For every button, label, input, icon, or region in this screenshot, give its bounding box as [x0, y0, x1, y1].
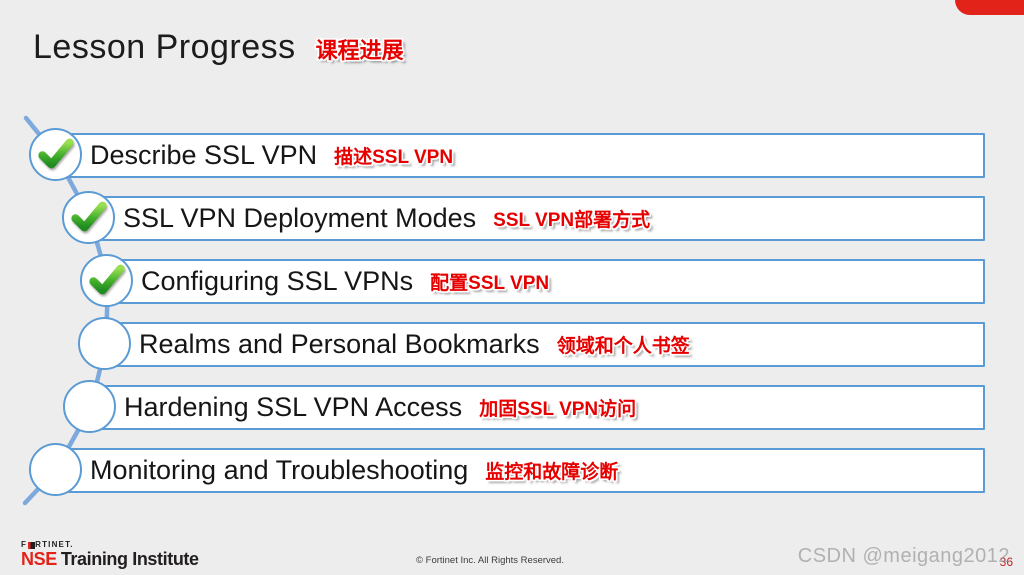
lesson-item-label: Hardening SSL VPN Access	[124, 392, 463, 422]
progress-node-circle	[63, 380, 116, 433]
training-institute-label: Training Institute	[60, 549, 199, 569]
lesson-item-row: Hardening SSL VPN Access 加固SSL VPN访问	[63, 380, 985, 433]
progress-node-circle	[29, 128, 82, 181]
lesson-item-label-chinese: 监控和故障诊断	[485, 462, 619, 483]
lesson-item-label: Monitoring and Troubleshooting	[90, 455, 469, 485]
lesson-item-bar	[89, 196, 985, 241]
lesson-item-row: Realms and Personal Bookmarks 领域和个人书签	[78, 317, 985, 370]
progress-node-circle	[29, 443, 82, 496]
lesson-item-bar	[90, 385, 985, 430]
lesson-item-text: Describe SSL VPN 描述SSL VPN	[56, 133, 985, 178]
lesson-item-row: Configuring SSL VPNs 配置SSL VPN	[80, 254, 985, 307]
lesson-item-label-chinese: SSL VPN部署方式	[493, 210, 651, 231]
lesson-item-row: SSL VPN Deployment Modes SSL VPN部署方式	[62, 191, 985, 244]
fortinet-wordmark-rest: RTINET.	[35, 540, 74, 549]
slide-title-row: Lesson Progress 课程进展	[33, 28, 404, 67]
lesson-item-label: Configuring SSL VPNs	[141, 266, 414, 296]
lesson-item-label: Realms and Personal Bookmarks	[139, 329, 540, 359]
fortinet-wordmark: F RTINET.	[21, 541, 199, 549]
checkmark-icon	[88, 264, 125, 295]
watermark-text: CSDN @meigang2012	[797, 545, 1010, 567]
lesson-item-text: Realms and Personal Bookmarks 领域和个人书签	[105, 322, 985, 367]
lesson-item-label-chinese: 描述SSL VPN	[334, 147, 454, 168]
lesson-item-bar	[107, 259, 985, 304]
copyright-text: © Fortinet Inc. All Rights Reserved.	[416, 555, 564, 566]
lesson-item-row: Monitoring and Troubleshooting 监控和故障诊断	[29, 443, 985, 496]
lesson-item-label-chinese: 加固SSL VPN访问	[479, 399, 637, 420]
page-title: Lesson Progress	[33, 28, 296, 66]
lesson-item-label: Describe SSL VPN	[90, 140, 318, 170]
lesson-item-bar	[56, 133, 985, 178]
lesson-item-row: Describe SSL VPN 描述SSL VPN	[29, 128, 985, 181]
progress-node-circle	[62, 191, 115, 244]
progress-node-circle	[78, 317, 131, 370]
lesson-item-text: Monitoring and Troubleshooting 监控和故障诊断	[56, 448, 985, 493]
checkmark-icon	[37, 138, 74, 169]
lesson-item-text: SSL VPN Deployment Modes SSL VPN部署方式	[89, 196, 985, 241]
fortinet-grid-icon	[27, 541, 35, 549]
lesson-item-bar	[105, 322, 985, 367]
lesson-item-label-chinese: 配置SSL VPN	[430, 273, 550, 294]
progress-node-circle	[80, 254, 133, 307]
lesson-item-text: Hardening SSL VPN Access 加固SSL VPN访问	[90, 385, 985, 430]
corner-accent-shape	[955, 0, 1024, 15]
lesson-item-label-chinese: 领域和个人书签	[556, 336, 690, 357]
nse-label: NSE	[21, 549, 57, 569]
page-title-chinese: 课程进展	[315, 38, 404, 63]
page-number: 36	[999, 555, 1013, 569]
lesson-item-label: SSL VPN Deployment Modes	[123, 203, 477, 233]
lesson-item-bar	[56, 448, 985, 493]
fortinet-wordmark-f: F	[21, 540, 28, 549]
checkmark-icon	[70, 201, 107, 232]
lesson-item-text: Configuring SSL VPNs 配置SSL VPN	[107, 259, 985, 304]
